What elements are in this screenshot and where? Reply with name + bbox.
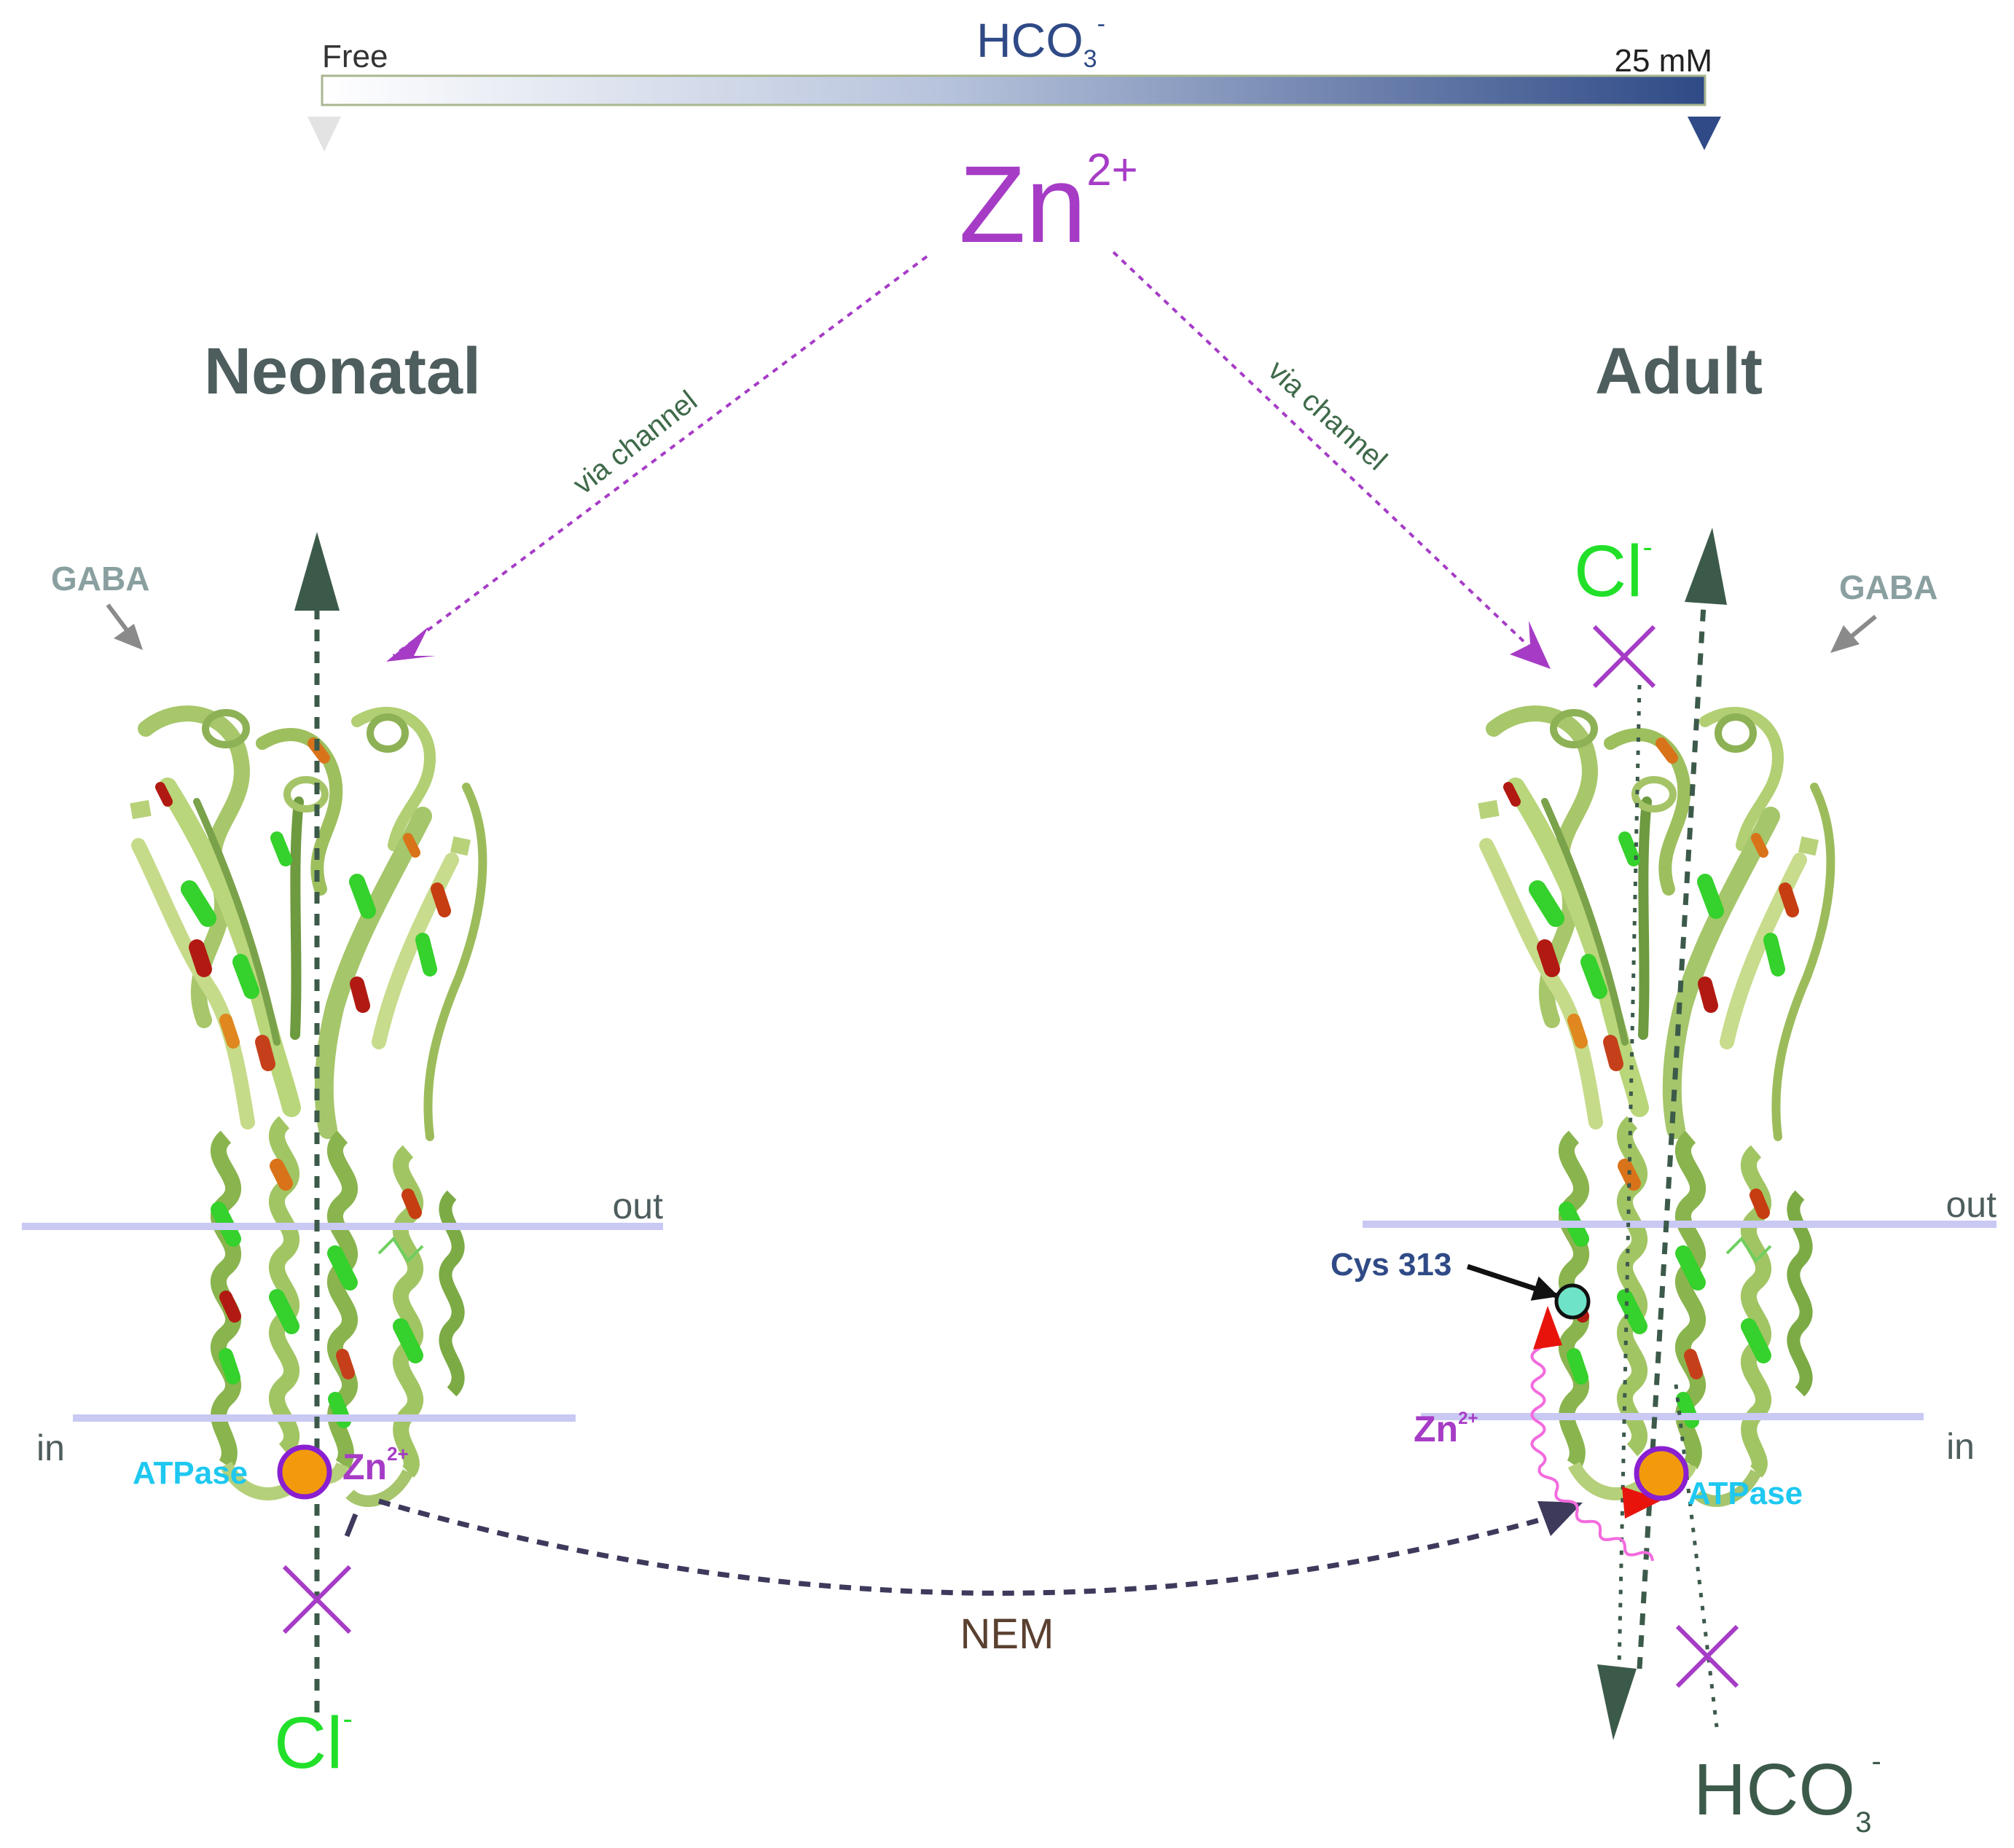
adult-atpase-label: ATPase	[1688, 1476, 1803, 1511]
cys313-label: Cys 313	[1331, 1247, 1451, 1283]
neonatal-block-x	[282, 1565, 352, 1634]
adult-hco3-label: HCO3-	[1693, 1745, 1881, 1839]
neonatal-gaba-arrow	[106, 603, 143, 650]
via-channel-right-arrowhead	[1510, 621, 1551, 669]
via-channel-right-arrow	[1112, 251, 1540, 657]
adult-atpase-dot	[1634, 1446, 1689, 1501]
neonatal-atpase-dot	[277, 1444, 332, 1500]
adult-hco3-block-x	[1675, 1624, 1739, 1688]
neonatal-out-label: out	[612, 1186, 663, 1226]
free-label: Free	[322, 39, 388, 74]
adult-hco3-flux-line	[1674, 1384, 1719, 1728]
mm-down-arrow	[1688, 117, 1721, 150]
hco3-gradient-bar: Free 25 mM HCO3-	[307, 10, 1721, 152]
via-channel-left-label: via channel	[567, 385, 703, 501]
nem-label: NEM	[960, 1610, 1054, 1658]
concentration-label: 25 mM	[1615, 43, 1712, 79]
adult-cl-influx-arrowhead	[1597, 1664, 1637, 1740]
via-channel-left-arrowhead	[386, 627, 436, 662]
adult-chloride-label: Cl-	[1574, 530, 1653, 612]
neonatal-panel: Neonatal GABA out in ATPase Zn2+ Cl-	[22, 335, 663, 1784]
neonatal-receptor-structure	[130, 713, 482, 1501]
neonatal-in-label: in	[36, 1428, 65, 1468]
via-channel-left-arrow	[392, 255, 928, 657]
adult-out-label: out	[1946, 1184, 1997, 1225]
neonatal-gaba-label: GABA	[51, 560, 149, 598]
cys313-dot	[1554, 1283, 1591, 1320]
zinc-wavy-pathway	[1530, 1334, 1654, 1562]
zinc-label: Zn2+	[959, 143, 1138, 265]
nem-arrowhead	[1537, 1501, 1583, 1536]
neonatal-atpase-label: ATPase	[133, 1455, 248, 1491]
nem-curved-arrow	[378, 1498, 1545, 1596]
adult-in-label: in	[1946, 1426, 1975, 1467]
free-down-arrow	[307, 117, 341, 152]
neonatal-zinc-label: Zn2+	[342, 1443, 409, 1487]
via-channel-right-label: via channel	[1262, 354, 1393, 477]
gradient-bar-fill	[321, 74, 1707, 106]
adult-zinc-label: Zn2+	[1414, 1409, 1478, 1449]
hco3-bar-label: HCO3-	[976, 10, 1105, 73]
zinc-to-cys-arrowhead	[1533, 1306, 1562, 1350]
adult-cl-efflux-arrowhead	[1685, 528, 1727, 605]
cys313-pointer-arrow	[1466, 1264, 1559, 1301]
zinc-to-atpase-arrowhead	[1622, 1487, 1663, 1519]
neonatal-cl-arrowhead	[294, 532, 340, 611]
adult-gaba-label: GABA	[1839, 568, 1937, 606]
adult-gaba-arrow	[1830, 614, 1877, 653]
neonatal-nem-tick	[344, 1513, 358, 1538]
neonatal-chloride-label: Cl-	[274, 1702, 353, 1784]
adult-panel: Adult GABA out in Cl- C	[1331, 335, 1997, 1839]
adult-chloride-block-x	[1592, 625, 1656, 689]
adult-title: Adult	[1595, 335, 1763, 408]
neonatal-title: Neonatal	[204, 335, 481, 408]
